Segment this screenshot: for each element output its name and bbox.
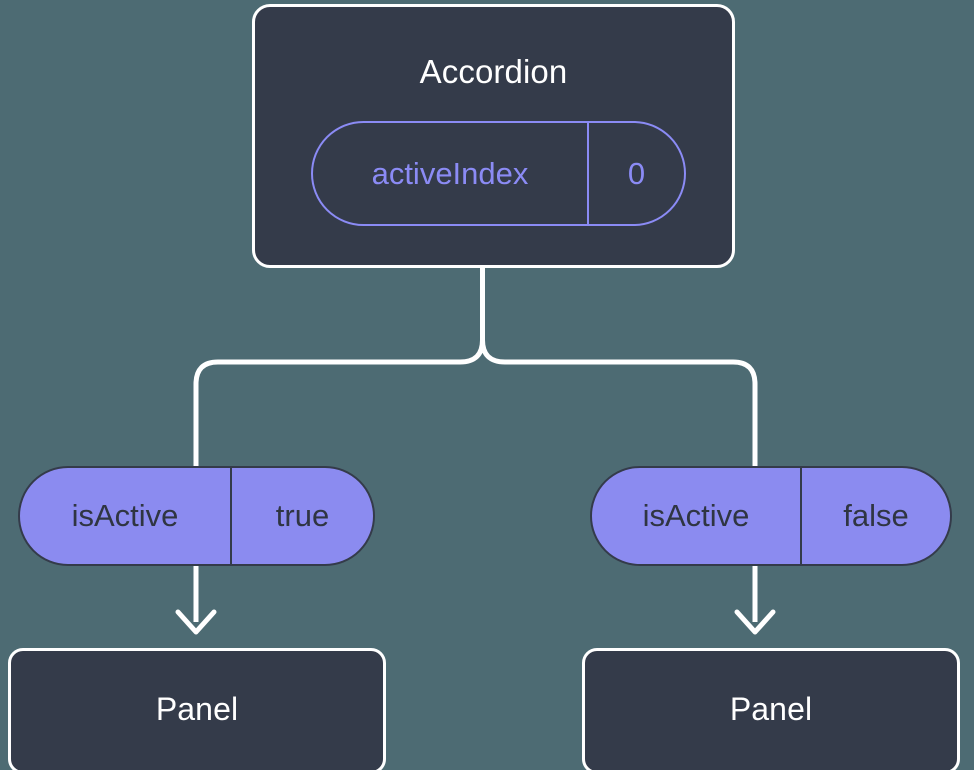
prop-pill-isactive-true[interactable]: isActive true (18, 466, 375, 566)
root-fork-connector-right (480, 265, 758, 469)
prop-value-label: false (843, 498, 909, 533)
state-value-label: 0 (627, 155, 646, 191)
component-node-accordion[interactable]: Accordion activeIndex 0 (252, 4, 735, 268)
prop-key-label: isActive (20, 468, 232, 564)
prop-pill-isactive-false[interactable]: isActive false (590, 466, 952, 566)
arrow-head-right (734, 609, 776, 635)
component-node-panel-right[interactable]: Panel (582, 648, 960, 770)
state-capsule-activeindex[interactable]: activeIndex 0 (311, 121, 686, 226)
state-key-label: activeIndex (313, 123, 589, 224)
component-title: Accordion (419, 53, 568, 90)
prop-value-label: true (275, 498, 330, 533)
component-node-panel-left[interactable]: Panel (8, 648, 386, 770)
component-title: Panel (729, 690, 813, 727)
arrow-head-left (175, 609, 217, 635)
prop-key-label: isActive (592, 468, 802, 564)
component-title: Panel (155, 690, 239, 727)
root-fork-connector (193, 265, 485, 469)
